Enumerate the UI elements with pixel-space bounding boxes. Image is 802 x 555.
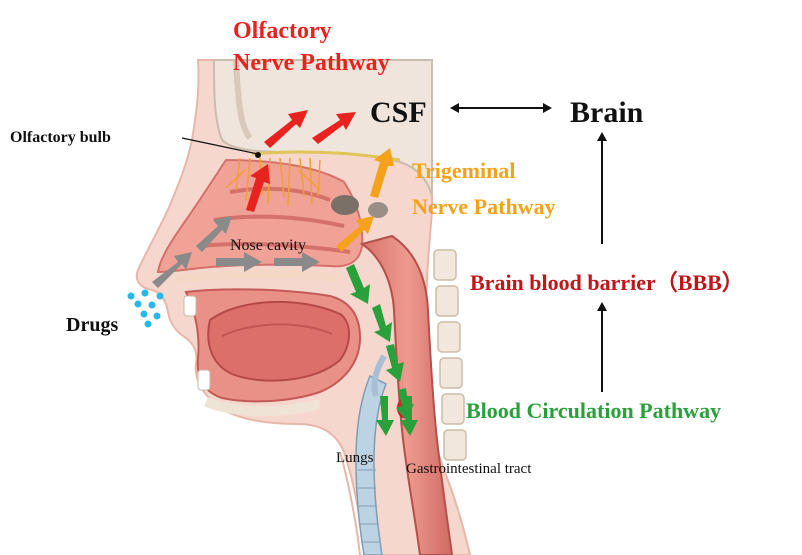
- drug-particles: [128, 290, 164, 328]
- cervical-spine: [434, 250, 466, 460]
- lungs-label: Lungs: [336, 450, 374, 466]
- csf-label: CSF: [370, 96, 427, 129]
- bbb-label: Brain blood barrier（BBB）: [470, 270, 744, 295]
- brain-label: Brain: [570, 96, 644, 129]
- nose-cavity-label: Nose cavity: [230, 237, 306, 254]
- olfactory-title-line2: Nerve Pathway: [233, 50, 390, 76]
- olfactory-bulb-dot: [255, 152, 261, 158]
- blood-circulation-label: Blood Circulation Pathway: [466, 398, 721, 423]
- trigeminal-title-line2: Nerve Pathway: [412, 194, 556, 219]
- trigeminal-title-line1: Trigeminal: [412, 158, 515, 183]
- olfactory-title-line1: Olfactory: [233, 18, 332, 44]
- tongue: [208, 302, 349, 381]
- gi-tract-label: Gastrointestinal tract: [406, 461, 532, 477]
- drugs-label: Drugs: [66, 314, 118, 336]
- head-cross-section-illustration: [137, 60, 470, 555]
- olfactory-bulb-label: Olfactory bulb: [10, 129, 111, 146]
